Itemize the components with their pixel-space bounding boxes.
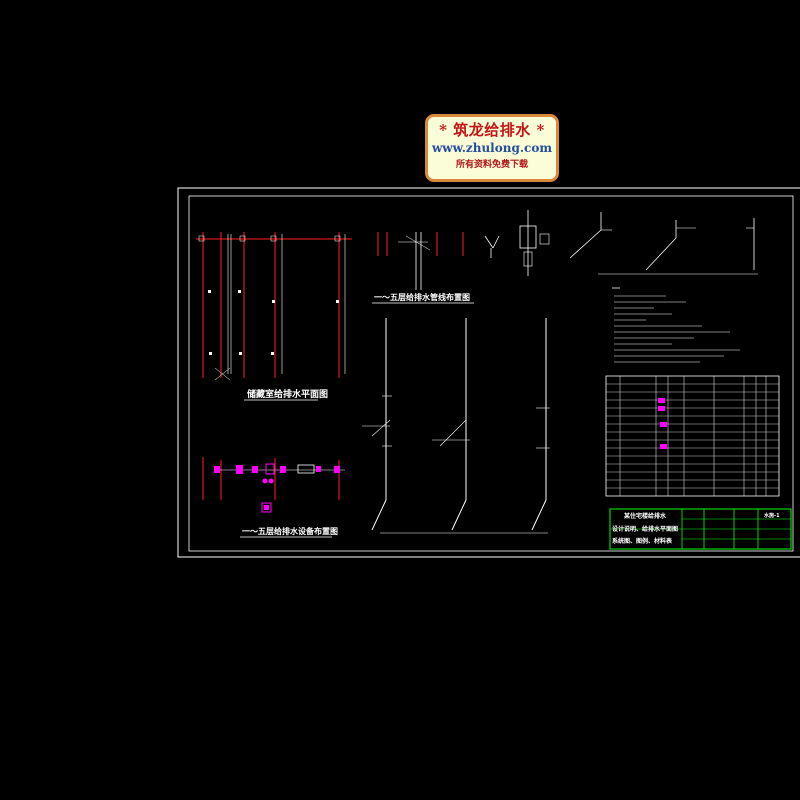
riser-detail-views: 一～五层给排水管线布置图 <box>372 210 550 304</box>
legend-fixture-symbol <box>658 398 665 403</box>
sheet-outer-frame <box>177 187 800 558</box>
plan-title: 储藏室给排水平面图 <box>247 388 328 400</box>
legend-fixture-symbol <box>658 406 665 411</box>
zhulong-watermark-logo: * 筑龙给排水 * www.zhulong.com 所有资料免费下载 <box>425 114 559 182</box>
legend-fixture-symbol <box>660 444 667 449</box>
fixture-layout-view: 一～五层给排水设备布置图 <box>202 457 345 538</box>
title-block-sheet-name-1: 设计说明、给排水平面图 <box>612 525 678 533</box>
sheet-inner-frame <box>188 195 794 552</box>
title-block: 某住宅楼给排水 设计说明、给排水平面图 系统图、图例、材料表 水施-1 <box>609 508 792 550</box>
legend-material-table <box>605 375 780 497</box>
title-block-project: 某住宅楼给排水 <box>624 512 667 520</box>
isometric-stack-details <box>569 212 758 275</box>
watermark-url: www.zhulong.com <box>431 141 553 155</box>
title-block-sheet-name-2: 系统图、图例、材料表 <box>612 537 673 545</box>
title-block-drawing-number: 水施-1 <box>763 512 780 519</box>
system-title: 一～五层给排水管线布置图 <box>374 292 470 302</box>
watermark-title: * 筑龙给排水 * <box>439 121 545 139</box>
design-notes <box>612 287 740 363</box>
watermark-tagline: 所有资料免费下载 <box>455 160 528 170</box>
storage-plan-view: 储藏室给排水平面图 <box>196 232 352 401</box>
system-riser-diagrams <box>362 318 550 534</box>
legend-fixture-symbol <box>660 422 667 427</box>
layout-title: 一～五层给排水设备布置图 <box>242 526 338 536</box>
